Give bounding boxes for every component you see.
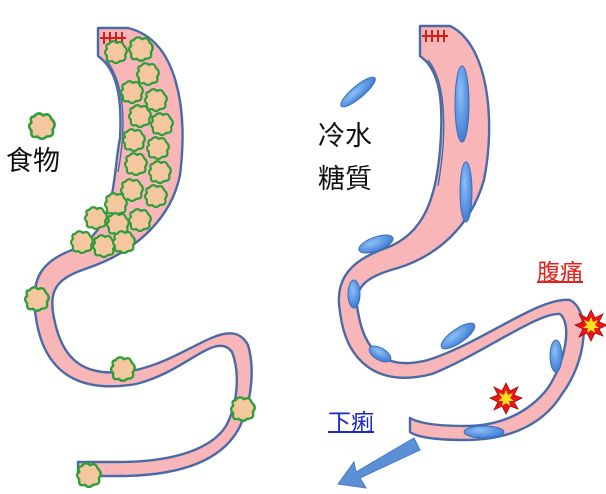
food-piece	[129, 37, 153, 61]
food-piece	[147, 137, 169, 159]
cold-water-blob	[460, 162, 472, 222]
food-piece	[123, 129, 145, 151]
food-piece	[113, 231, 135, 253]
food-piece	[149, 161, 171, 183]
cold-water-blob-outside	[337, 73, 378, 110]
cold-water-blob	[550, 340, 562, 372]
food-piece	[85, 207, 107, 229]
food-pieces-in-intestine	[25, 287, 255, 487]
food-piece	[145, 89, 167, 111]
food-piece	[129, 105, 151, 127]
food-piece	[93, 235, 115, 257]
cold-water-blob	[348, 280, 360, 308]
pain-burst-icon	[575, 310, 606, 341]
food-piece	[137, 63, 159, 85]
food-piece	[125, 153, 147, 175]
diarrhea-flow-arrow-icon	[338, 438, 420, 488]
food-piece	[129, 209, 151, 231]
food-piece	[105, 41, 127, 63]
food-piece	[121, 81, 143, 103]
food-piece-outside	[29, 113, 54, 138]
food-piece	[145, 185, 167, 207]
sugar-label: 糖質	[318, 166, 372, 193]
diarrhea-label: 下痢	[328, 412, 374, 435]
cold-water-label: 冷水	[318, 123, 372, 150]
food-piece	[105, 193, 127, 215]
left-digestive-tract	[25, 28, 255, 487]
right-digestive-tract	[337, 26, 606, 488]
food-piece	[231, 397, 255, 421]
left-intestine-tube	[34, 28, 251, 476]
cold-water-blob	[455, 66, 469, 142]
food-label: 食物	[6, 148, 60, 175]
pain-burst-icon	[490, 383, 522, 414]
food-piece	[25, 287, 49, 311]
abdominal-pain-label: 腹痛	[537, 262, 583, 285]
cold-water-blob	[464, 426, 504, 438]
food-piece	[111, 357, 135, 381]
food-piece	[77, 463, 101, 487]
food-piece	[151, 113, 173, 135]
food-piece	[71, 231, 93, 253]
